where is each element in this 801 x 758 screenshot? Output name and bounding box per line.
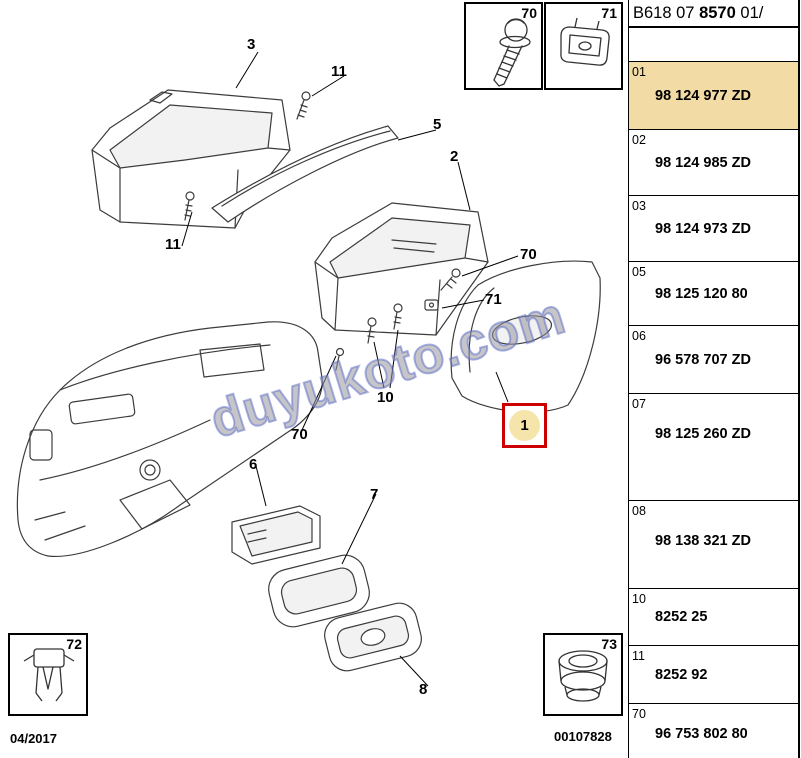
grommet-icon xyxy=(558,650,608,702)
catalog-code-suffix: 01/ xyxy=(740,4,764,22)
part-number: 98 125 260 ZD xyxy=(655,426,751,442)
part-row-11[interactable]: 11 8252 92 xyxy=(629,646,798,704)
part-number: 8252 92 xyxy=(655,666,708,683)
part-number: 96 578 707 ZD xyxy=(655,351,751,368)
catalog-code-main: 8570 xyxy=(699,4,736,22)
part-ref: 10 xyxy=(632,592,646,606)
callout-8[interactable]: 8 xyxy=(419,681,428,698)
inset-box-72: 72 xyxy=(8,633,88,716)
inset-ref-72: 72 xyxy=(66,636,82,652)
part-number: 98 124 973 ZD xyxy=(655,220,751,237)
part-row-05[interactable]: 05 98 125 120 80 xyxy=(629,262,798,326)
part-ref: 01 xyxy=(632,65,646,79)
part-ref: 05 xyxy=(632,265,646,279)
callout-71-mid[interactable]: 71 xyxy=(485,291,502,308)
inset-ref-71: 71 xyxy=(601,5,617,21)
part-ref: 70 xyxy=(632,707,646,721)
part-number: 96 753 802 80 xyxy=(655,725,748,742)
callout-10[interactable]: 10 xyxy=(377,389,394,406)
screw-icon xyxy=(493,18,531,87)
catalog-code: B618 07 8570 01/ xyxy=(629,0,798,28)
plate-number: 00107828 xyxy=(554,729,612,744)
panel-spacer-row xyxy=(629,28,798,62)
part-ref: 08 xyxy=(632,504,646,518)
callout-11-left[interactable]: 11 xyxy=(165,236,181,253)
callout-5[interactable]: 5 xyxy=(433,116,442,133)
callout-70-lower[interactable]: 70 xyxy=(291,426,308,443)
part-ref: 03 xyxy=(632,199,646,213)
selected-part-number: 1 xyxy=(509,410,540,441)
part-number: 98 138 321 ZD xyxy=(655,533,751,549)
catalog-date: 04/2017 xyxy=(10,731,57,746)
part-ref: 06 xyxy=(632,329,646,343)
part-number: 8252 25 xyxy=(655,609,708,625)
callout-11-top[interactable]: 11 xyxy=(331,63,347,80)
retaining-clip-icon xyxy=(23,648,75,702)
selected-part-marker[interactable]: 1 xyxy=(502,403,547,448)
part-ref: 11 xyxy=(632,649,645,663)
part-row-06[interactable]: 06 96 578 707 ZD xyxy=(629,326,798,394)
part-number: 98 124 977 ZD xyxy=(655,87,751,104)
part-row-10[interactable]: 10 8252 25 xyxy=(629,589,798,646)
inset-ref-73: 73 xyxy=(601,636,617,652)
exploded-diagram xyxy=(16,51,601,687)
part-row-08[interactable]: 08 98 138 321 ZD xyxy=(629,501,798,589)
inset-ref-70: 70 xyxy=(521,5,537,21)
inset-box-70: 70 xyxy=(464,2,543,90)
part-number: 98 125 120 80 xyxy=(655,285,748,302)
part-ref: 02 xyxy=(632,133,646,147)
callout-6[interactable]: 6 xyxy=(249,456,258,473)
callout-2[interactable]: 2 xyxy=(450,148,459,165)
part-row-01[interactable]: 01 98 124 977 ZD xyxy=(629,62,798,130)
callout-70-mid[interactable]: 70 xyxy=(520,246,537,263)
clip-nut-icon xyxy=(560,17,610,66)
part-row-70[interactable]: 70 96 753 802 80 xyxy=(629,704,798,758)
inset-box-73: 73 xyxy=(543,633,623,716)
inset-box-71: 71 xyxy=(544,2,623,90)
catalog-code-prefix: B618 07 xyxy=(633,4,695,22)
part-row-07[interactable]: 07 98 125 260 ZD xyxy=(629,394,798,501)
part-row-03[interactable]: 03 98 124 973 ZD xyxy=(629,196,798,262)
part-ref: 07 xyxy=(632,397,646,411)
part-row-02[interactable]: 02 98 124 985 ZD xyxy=(629,130,798,196)
part-number: 98 124 985 ZD xyxy=(655,154,751,171)
callout-3[interactable]: 3 xyxy=(247,36,256,53)
callout-7[interactable]: 7 xyxy=(370,486,379,503)
parts-panel: B618 07 8570 01/ 01 98 124 977 ZD 02 98 … xyxy=(628,0,800,758)
